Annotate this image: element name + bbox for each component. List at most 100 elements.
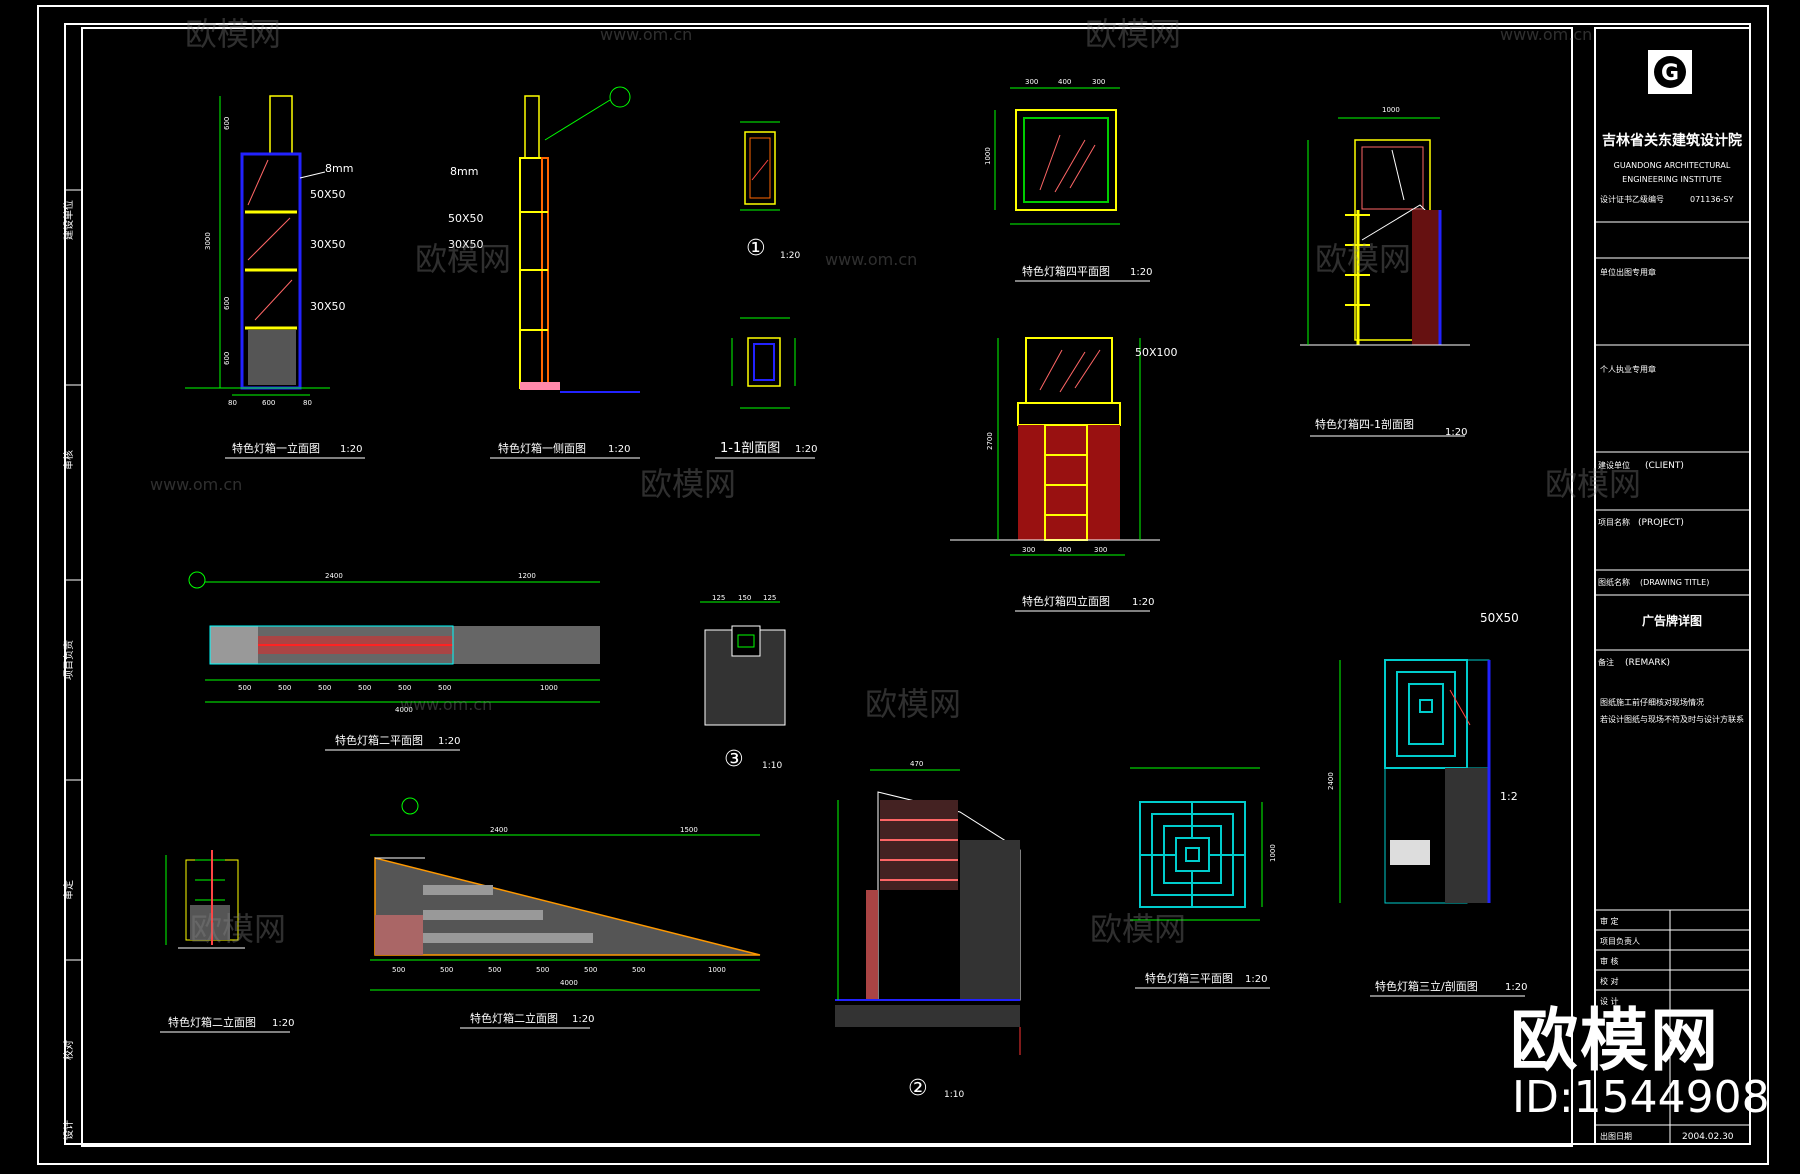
d1-number: ① (746, 236, 766, 261)
d2-dim-top: 470 (910, 760, 923, 768)
view-v4-plan: 300 400 300 1000 特色灯箱四平面图 1:20 (984, 78, 1152, 282)
v9-dim-bottom-2: 500 (488, 966, 501, 974)
v1-anno-frame-2: 30X50 (310, 238, 346, 251)
watermark-brand-4: 欧模网 (1315, 240, 1411, 278)
v9-title: 特色灯箱二立面图 (470, 1011, 558, 1025)
watermark-url-2: www.om.cn (825, 250, 917, 269)
issue-date: 2004.02.30 (1682, 1132, 1734, 1142)
v1-dim-side-1: 3000 (204, 232, 212, 250)
drawing-title: 广告牌详图 (1642, 613, 1702, 628)
v11-title: 特色灯箱三立/剖面图 (1375, 979, 1478, 993)
v9-dim-bottom-3: 500 (536, 966, 549, 974)
title-block: G 吉林省关东建筑设计院 GUANDONG ARCHITECTURAL ENGI… (1594, 27, 1751, 1145)
logo-letter: G (1661, 61, 1679, 86)
stamp-label-1: 单位出图专用章 (1600, 267, 1656, 277)
sign-row-0: 审 定 (1600, 916, 1619, 926)
v8-title: 特色灯箱二立面图 (168, 1015, 256, 1029)
watermark-brand-8: 欧模网 (190, 910, 286, 948)
v9-dim-bottom-4: 500 (584, 966, 597, 974)
watermark-url-1: www.om.cn (600, 25, 692, 44)
v1-dim-bottom-1: 600 (262, 399, 275, 407)
v1-dim-side-0: 600 (223, 117, 231, 130)
detail-d2: 470 ② 1:10 (835, 760, 1021, 1101)
detail-d3: 125 150 125 ③ 1:10 (700, 594, 786, 772)
v11-dim-side: 2400 (1327, 772, 1335, 790)
v10-scale: 1:20 (1245, 974, 1267, 985)
client-label: 建设单位 (1598, 460, 1630, 470)
v1-dim-bottom-0: 80 (228, 399, 237, 407)
d1-scale: 1:20 (780, 251, 800, 261)
title-label-en: (DRAWING TITLE) (1640, 578, 1709, 587)
v9-dim-bottom-0: 500 (392, 966, 405, 974)
institute-name-cn: 吉林省关东建筑设计院 (1602, 132, 1742, 149)
left-strip-3: 审定 (62, 880, 75, 900)
remark-line-1: 图纸施工前仔细核对现场情况 (1600, 697, 1704, 707)
project-label-en: (PROJECT) (1638, 518, 1684, 528)
v2-anno-frame-4: 50X50 (448, 212, 484, 225)
date-label: 出图日期 (1600, 1131, 1632, 1141)
v3-title: 1-1剖面图 (720, 441, 780, 456)
sign-row-2: 审 核 (1600, 956, 1619, 966)
v2-anno-glass: 8mm (450, 165, 478, 178)
watermark-url-4: www.om.cn (400, 695, 492, 714)
v9-dim-bottom-1: 500 (440, 966, 453, 974)
watermark-layer: 欧模网 www.om.cn 欧模网 www.om.cn 欧模网 欧模网 www.… (150, 15, 1641, 948)
view-v2-side: 8mm 50X50 30X50 特色灯箱一侧面图 1:20 (448, 86, 640, 459)
v7-dim-bottom-2: 500 (318, 684, 331, 692)
drawing-frame (81, 27, 1573, 1147)
remark-line-2: 若设计图纸与现场不符及时与设计方联系 (1600, 714, 1744, 724)
view-v7-plan: 2400 1200 500 500 500 500 500 500 1000 4… (188, 571, 600, 751)
watermark-url-5: www.om.cn (1500, 25, 1592, 44)
v5-dim-side: 2700 (986, 432, 994, 450)
d2-scale: 1:10 (944, 1090, 964, 1100)
v4-dim-top-2: 300 (1092, 78, 1105, 86)
v5-title: 特色灯箱四立面图 (1022, 594, 1110, 608)
institute-name-en1: GUANDONG ARCHITECTURAL (1614, 161, 1731, 170)
v9-dim-top-0: 2400 (490, 826, 508, 834)
v3-scale: 1:20 (795, 444, 817, 455)
v5-anno-frame-6: 50X100 (1135, 346, 1178, 359)
left-strip-0: 建设单位 (62, 200, 75, 240)
v11-scale: 1:20 (1505, 982, 1527, 993)
view-v5-elevation: 300 400 300 2700 50X100 特色灯箱四立面图 1:20 (950, 337, 1178, 612)
left-strip-5: 设计 (62, 1120, 75, 1140)
view-v3-section: 1-1剖面图 1:20 (715, 317, 817, 459)
v4-scale: 1:20 (1130, 267, 1152, 278)
v9-dim-bottom-5: 500 (632, 966, 645, 974)
v6-dim-top: 1000 (1382, 106, 1400, 114)
cert-number: 071136-SY (1690, 195, 1734, 204)
v7-dim-bottom-0: 500 (238, 684, 251, 692)
title-label: 图纸名称 (1598, 577, 1630, 587)
watermark-url-3: www.om.cn (150, 475, 242, 494)
v1-dim-side-2: 600 (223, 297, 231, 310)
d3-dim-top-2: 125 (763, 594, 776, 602)
d3-scale: 1:10 (762, 761, 782, 771)
left-strip-4: 校对 (62, 1040, 75, 1060)
v9-dim-total: 4000 (560, 979, 578, 987)
watermark-id: ID:1544908 (1512, 1072, 1770, 1123)
v10-dim-side: 1000 (1269, 844, 1277, 862)
cert-label: 设计证书乙级编号 (1600, 194, 1664, 204)
v4-dim-top-0: 300 (1025, 78, 1038, 86)
v7-dim-bottom-4: 500 (398, 684, 411, 692)
left-strip: 建设单位 审核 项目负责 审定 校对 设计 (62, 189, 82, 1140)
institute-name-en2: ENGINEERING INSTITUTE (1622, 175, 1722, 184)
v5-dim-bottom-1: 400 (1058, 546, 1071, 554)
watermark-brand-7: 欧模网 (865, 685, 961, 723)
logo-mark-icon (1654, 56, 1686, 88)
v7-dim-bottom-6: 1000 (540, 684, 558, 692)
v5-dim-bottom-2: 300 (1094, 546, 1107, 554)
watermark-brand-3: 欧模网 (415, 240, 511, 278)
v2-title: 特色灯箱一侧面图 (498, 441, 586, 455)
client-label-en: (CLIENT) (1645, 461, 1684, 471)
v7-title: 特色灯箱二平面图 (335, 733, 423, 747)
detail-d1: ① 1:20 (740, 121, 800, 261)
v7-dim-top-0: 2400 (325, 572, 343, 580)
v11-anno-frame-7: 50X50 (1480, 611, 1519, 625)
v4-dim-top-1: 400 (1058, 78, 1071, 86)
v7-dim-total: 4000 (395, 706, 413, 714)
v1-dim-bottom-2: 80 (303, 399, 312, 407)
v1-dim-side-3: 600 (223, 352, 231, 365)
v8-scale: 1:20 (272, 1018, 294, 1029)
